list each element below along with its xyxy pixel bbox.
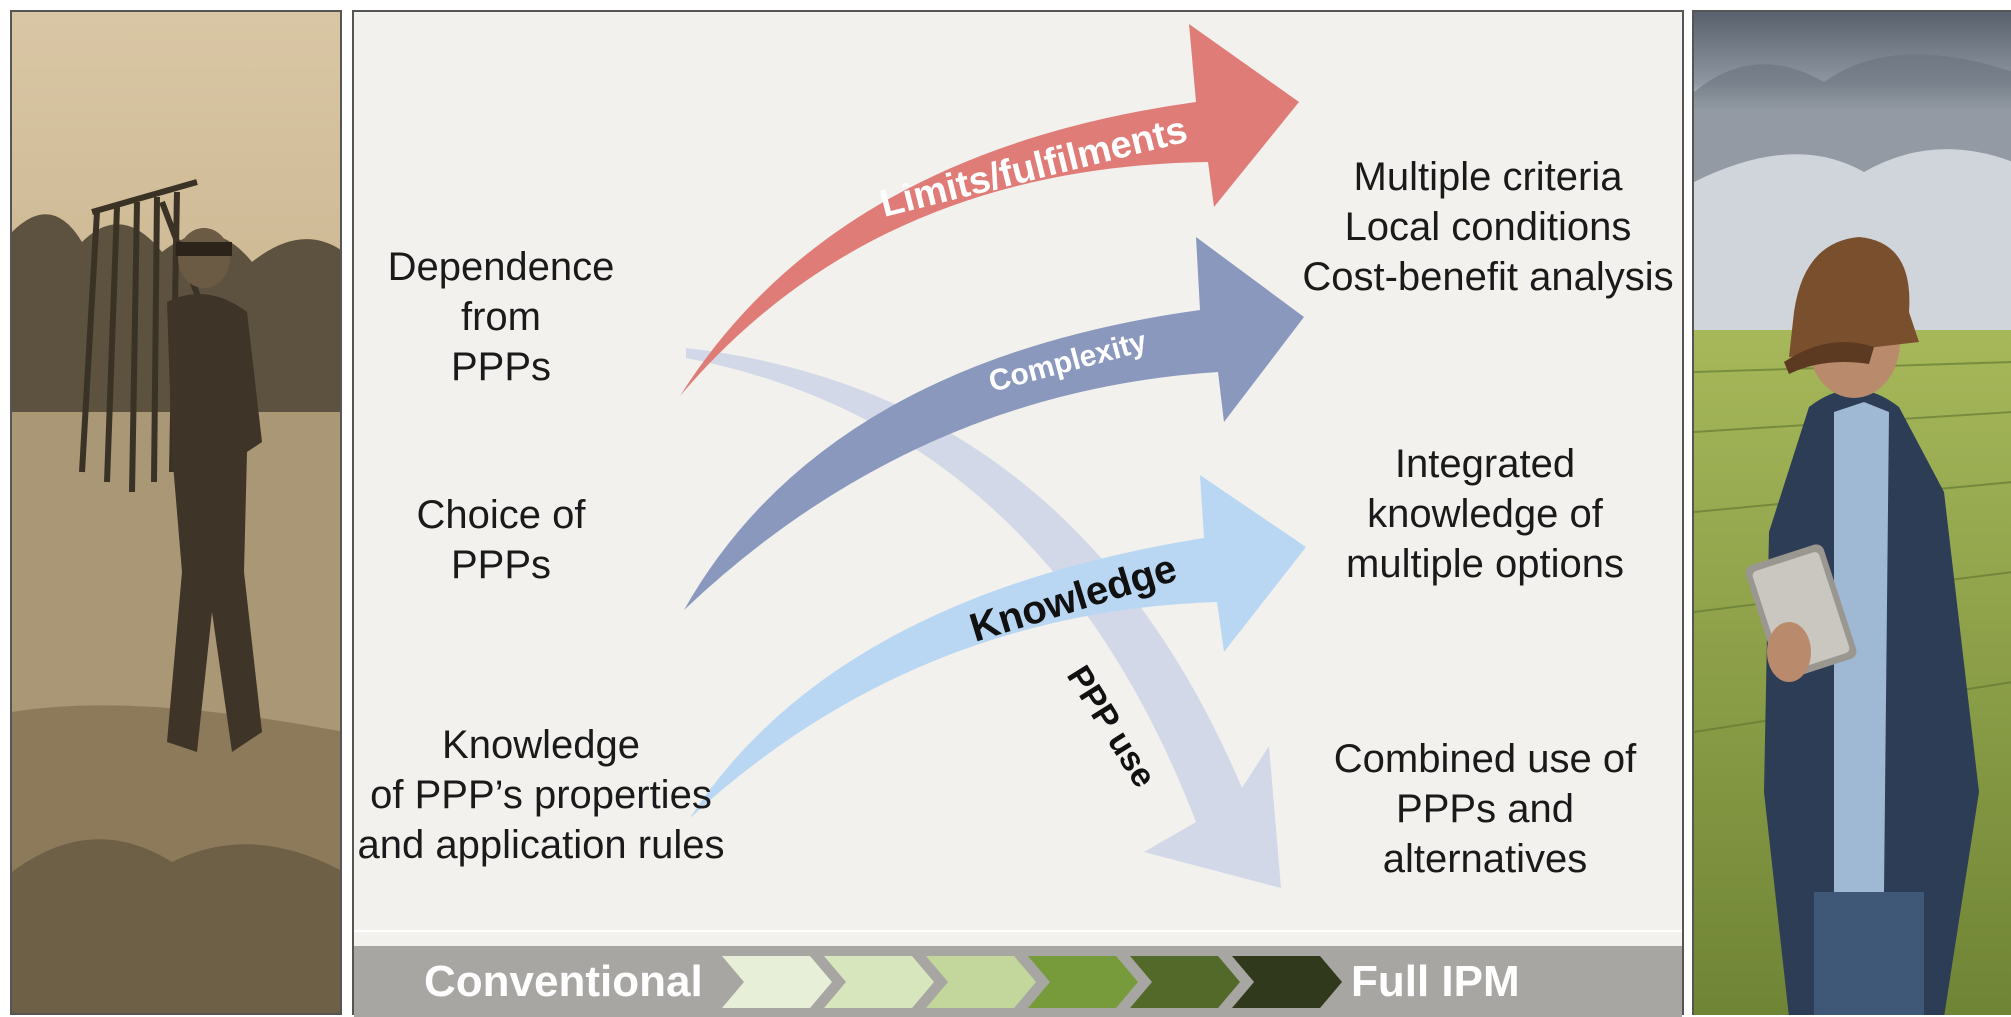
scale-step-chevron <box>1130 956 1240 1008</box>
scale-start-label: Conventional <box>424 957 703 1006</box>
old-farmer-image <box>12 12 340 1013</box>
label-integrated-knowledge: Integrated knowledge of multiple options <box>1346 442 1624 586</box>
scale-step-chevron <box>1028 956 1138 1008</box>
ipm-transition-diagram: Limits/fulfilments Complexity Knowledge … <box>352 10 1684 1017</box>
ppp-use-arrow <box>686 348 1281 888</box>
scale-step-chevron <box>1232 956 1342 1008</box>
arrows-layer: Limits/fulfilments Complexity Knowledge … <box>680 24 1306 888</box>
limits-arrow <box>680 24 1299 396</box>
scale-steps <box>722 956 1342 1008</box>
knowledge-arrow <box>690 475 1306 818</box>
conventional-to-ipm-scale: Conventional Full IPM <box>354 946 1682 1017</box>
modern-farmer-image <box>1694 12 2011 1015</box>
scale-step-chevron <box>722 956 832 1008</box>
label-knowledge-of-ppp-properties: Knowledge of PPP’s properties and applic… <box>357 723 725 867</box>
label-choice-of-ppps: Choice of PPPs <box>416 493 586 587</box>
scale-step-chevron <box>926 956 1036 1008</box>
divider <box>354 930 1682 932</box>
scale-end-label: Full IPM <box>1351 957 1520 1006</box>
complexity-arrow <box>684 237 1304 610</box>
modern-farmer-photo <box>1692 10 2011 1015</box>
limits-arrow-label: Limits/fulfilments <box>876 109 1191 226</box>
label-combined-use: Combined use of PPPs and alternatives <box>1333 737 1637 881</box>
old-farmer-photo <box>10 10 342 1015</box>
label-multiple-criteria: Multiple criteria Local conditions Cost-… <box>1302 155 1674 299</box>
label-dependence-from-ppps: Dependence from PPPs <box>387 245 615 389</box>
scale-step-chevron <box>824 956 934 1008</box>
